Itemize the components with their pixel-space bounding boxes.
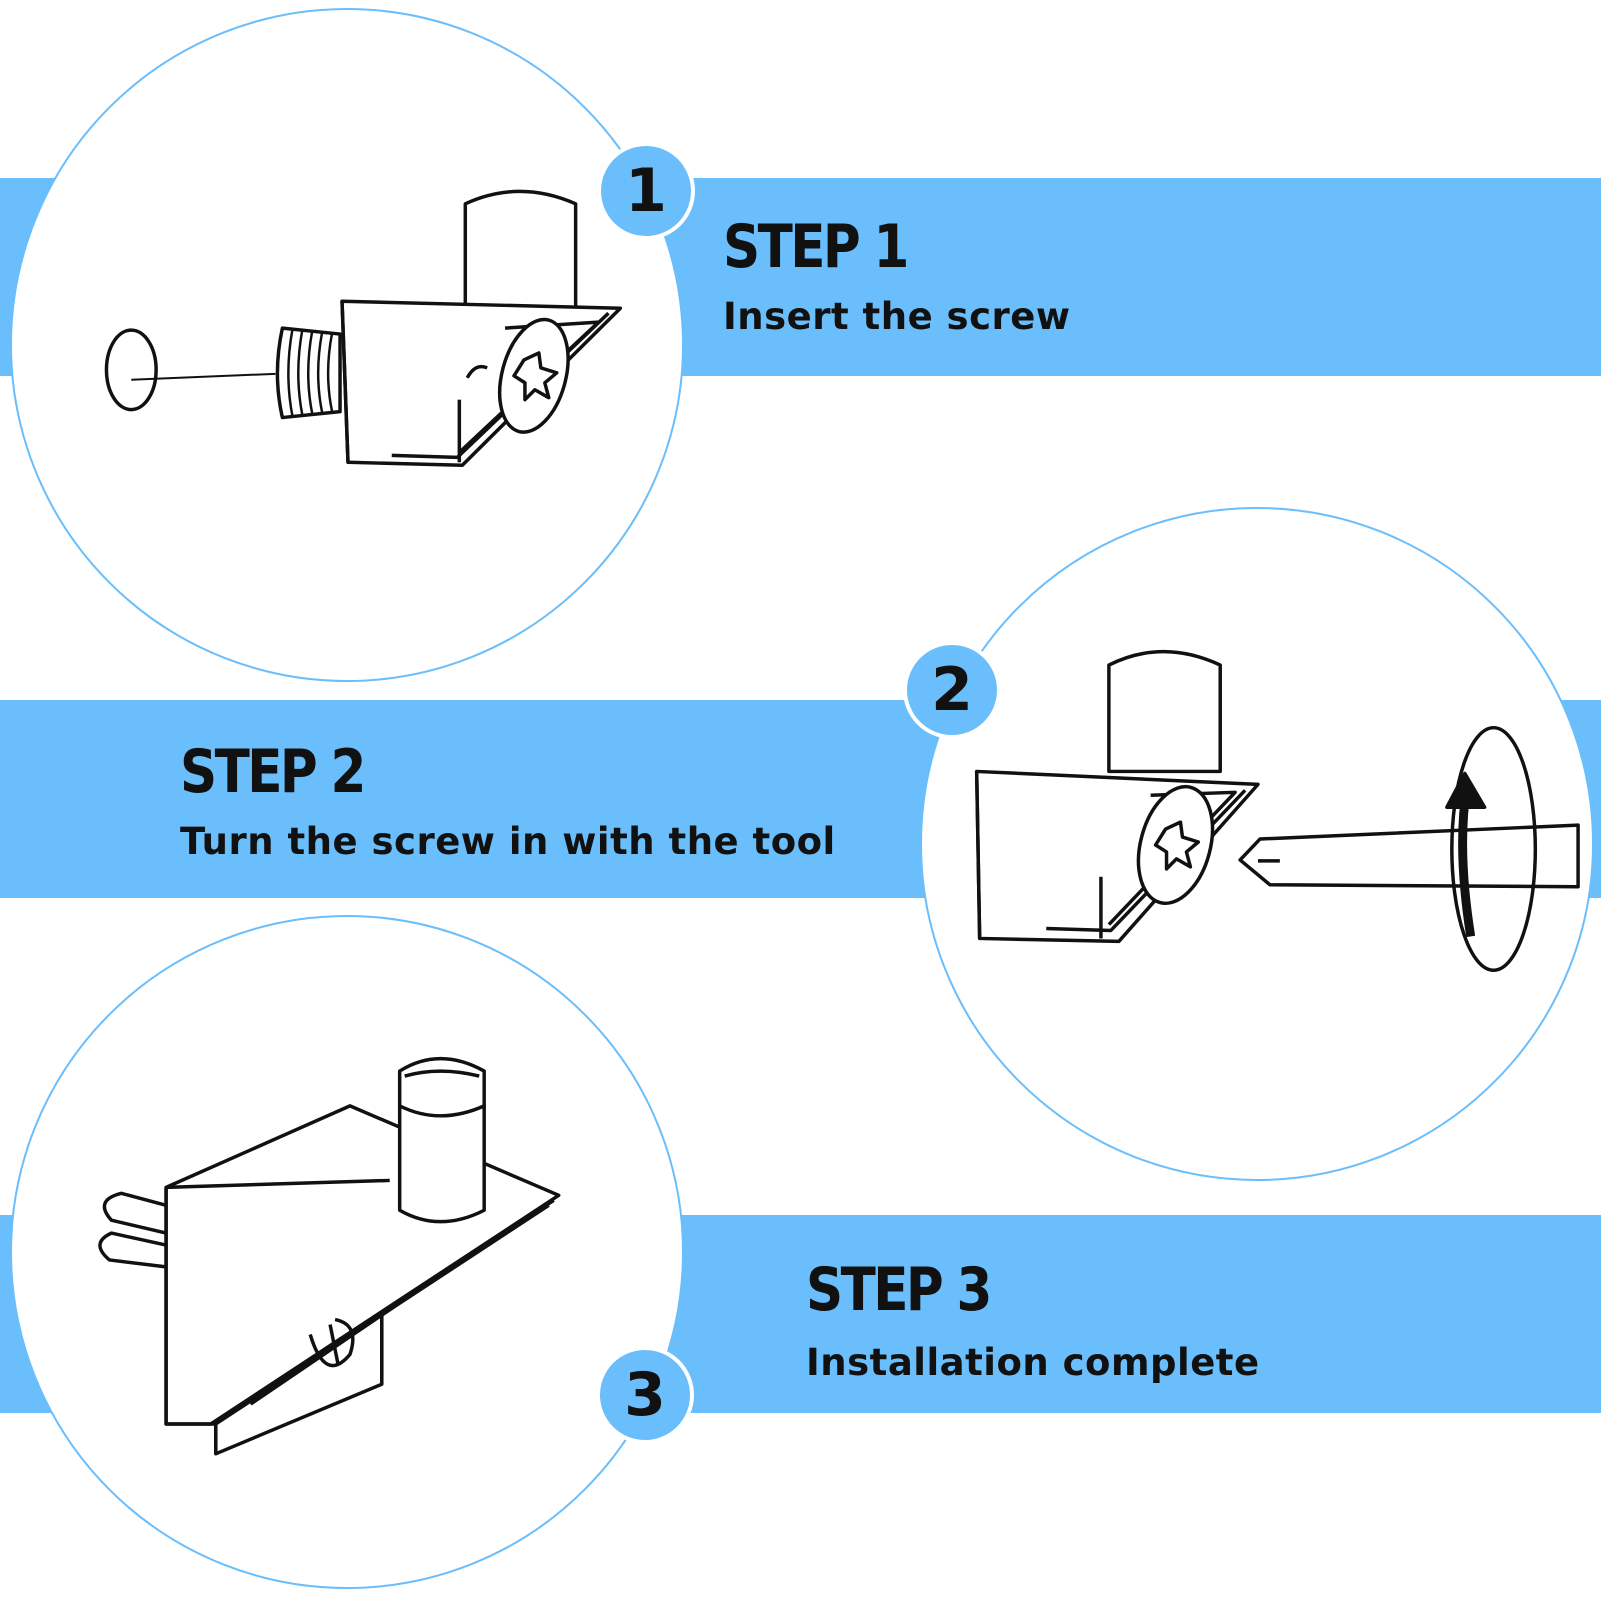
step-3-description: Installation complete — [806, 1341, 1260, 1384]
step-2-title: STEP 2 — [180, 737, 366, 807]
step-3-illustration — [10, 915, 684, 1589]
step-1-title: STEP 1 — [723, 212, 909, 282]
step-3-title: STEP 3 — [806, 1255, 992, 1325]
step-2-description: Turn the screw in with the tool — [180, 820, 836, 863]
step-2-number-badge: 2 — [903, 641, 1001, 739]
bracket-insert-screw-drawing — [104, 189, 623, 468]
step-2-illustration — [920, 507, 1594, 1181]
step-3-number-badge: 3 — [596, 1346, 694, 1444]
step-1-description: Insert the screw — [723, 295, 1071, 338]
bracket-installed-drawing — [98, 1056, 561, 1456]
bracket-screwdriver-drawing — [974, 650, 1580, 972]
hole-shape — [104, 328, 158, 412]
step-1-illustration — [10, 8, 684, 682]
step-1-number-badge: 1 — [597, 142, 695, 240]
